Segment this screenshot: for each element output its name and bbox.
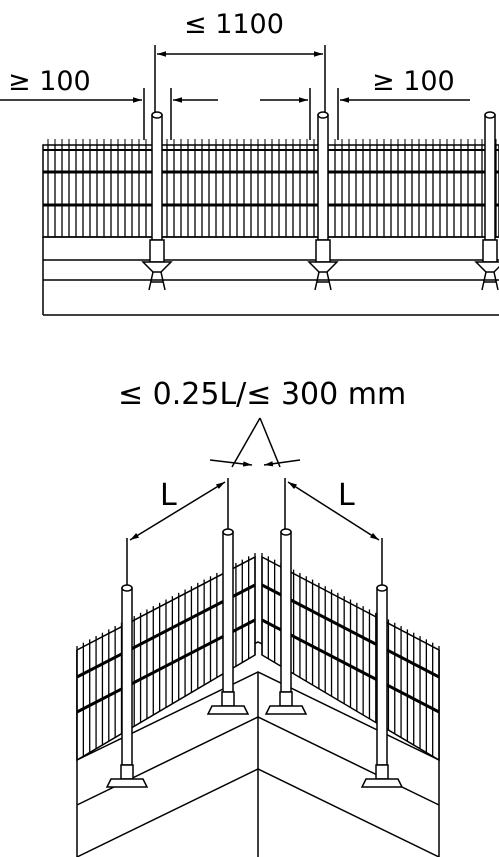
fence-post <box>307 111 339 291</box>
min-edge-left-label: ≥ 100 <box>8 66 91 97</box>
fence-post <box>141 111 173 291</box>
span-dimensions <box>126 478 383 585</box>
top-fence-elevation: ≤ 1100 ≥ 100 ≥ 100 <box>0 9 499 316</box>
fence-post <box>474 111 499 291</box>
max-spacing-label: ≤ 1100 <box>184 9 284 40</box>
top-posts <box>141 111 499 291</box>
right-span-label: L <box>338 478 355 513</box>
corner-fence-post <box>264 528 308 715</box>
corner-fence-post <box>360 584 404 788</box>
left-span-label: L <box>160 478 177 513</box>
top-mesh-panel <box>42 139 499 238</box>
top-dimensions <box>0 45 470 140</box>
top-slab <box>42 236 499 316</box>
corner-distance-label: ≤ 0.25L/≤ 300 mm <box>118 377 406 412</box>
corner-fence-post <box>206 528 250 715</box>
corner-dimension <box>209 417 301 468</box>
corner-posts <box>105 528 404 788</box>
corner-fence-post <box>105 584 149 788</box>
min-edge-right-label: ≥ 100 <box>372 66 455 97</box>
bottom-fence-corner: ≤ 0.25L/≤ 300 mm L L <box>76 377 440 857</box>
